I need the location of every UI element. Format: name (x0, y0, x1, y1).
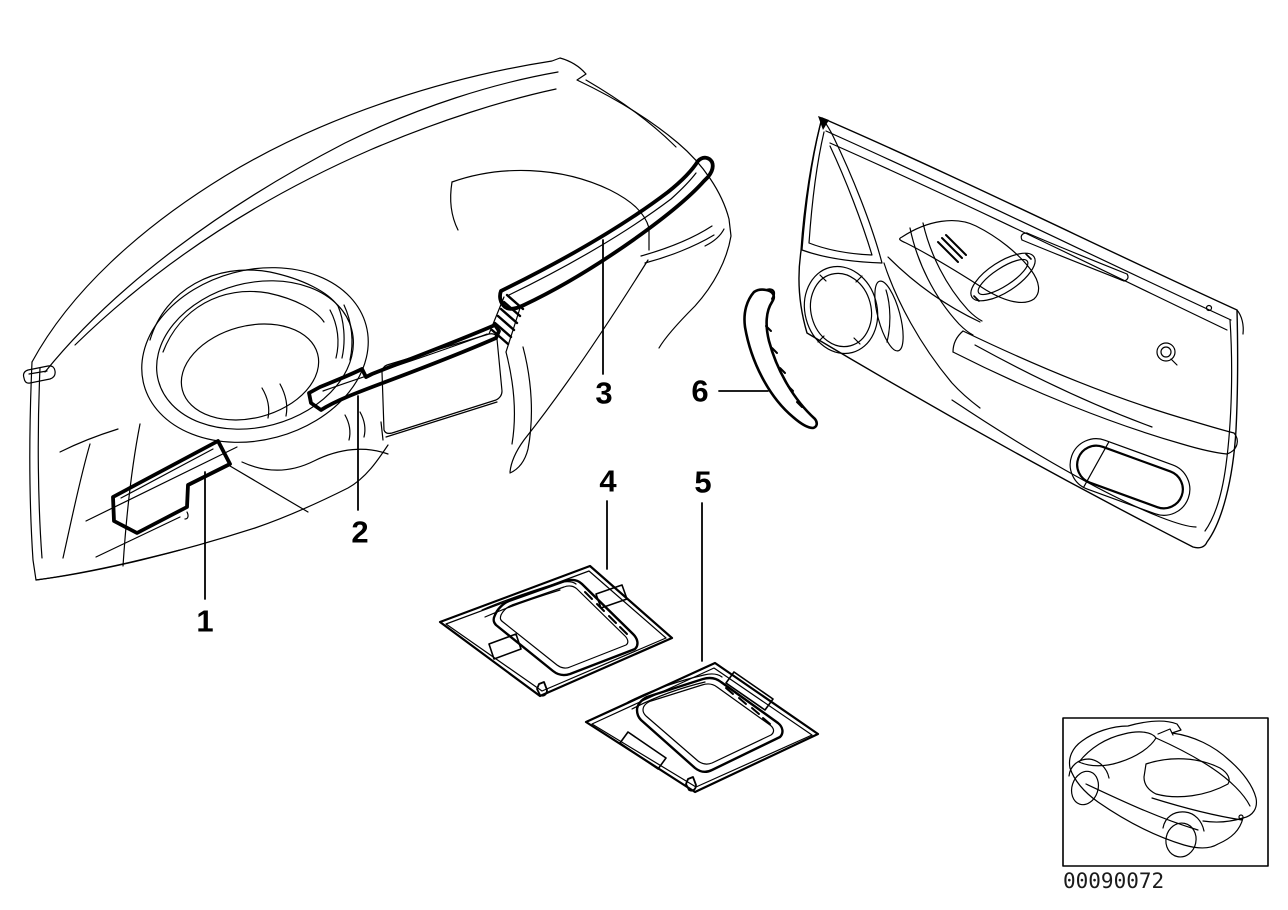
door-fastener-dot (1207, 306, 1212, 311)
mirror-triangle (802, 116, 882, 263)
part-1-dashboard-trim-driver-lower[interactable] (113, 441, 230, 533)
dashboard-left-edge-inner (38, 368, 42, 558)
door-front-crease-2 (888, 257, 980, 322)
kick-panel-line-3 (123, 424, 140, 566)
door-panel (795, 116, 1243, 548)
callout-6[interactable]: 6 (691, 373, 709, 409)
door-pocket (1063, 431, 1197, 522)
armrest (953, 331, 1237, 454)
door-front-crease (884, 263, 980, 408)
dash-bottom-edge (36, 445, 388, 580)
instrument-cluster-hood (150, 270, 352, 360)
dashboard-top-inner-line (45, 72, 558, 372)
door-pull-handle (900, 221, 1043, 335)
callout-3[interactable]: 3 (595, 375, 613, 411)
door-sill-line-2 (830, 143, 1227, 330)
steering-column-ticks (262, 384, 365, 440)
steering-wheel (122, 243, 388, 467)
callout-4[interactable]: 4 (599, 463, 617, 499)
vehicle-thumbnail-box (1063, 718, 1268, 866)
windshield-base-line (75, 89, 556, 345)
dashboard-right-inner-line (586, 80, 676, 147)
dash-right-lip-1 (641, 226, 712, 256)
part-3-dashboard-trim-passenger[interactable] (500, 158, 713, 309)
part-6-door-trim-strip[interactable] (744, 289, 816, 428)
door-top-corner-fold (1237, 310, 1243, 334)
part-1-recess-line-2 (230, 466, 308, 512)
center-stack-line-1 (506, 352, 514, 444)
callout-2[interactable]: 2 (351, 514, 369, 550)
glovebox-seam-corner (451, 182, 458, 230)
center-console-plates (440, 566, 818, 792)
glovebox-seam (452, 170, 649, 250)
dashboard-outline (32, 58, 731, 362)
part-1-recess-line-3 (96, 517, 180, 557)
left-end-vent-slot (24, 366, 56, 383)
door-sill-line-1 (826, 131, 1231, 320)
callout-1[interactable]: 1 (196, 603, 214, 639)
kick-panel-line-1 (60, 429, 118, 452)
dash-lower-right-edge (510, 260, 648, 472)
dashboard-assembly (24, 58, 732, 580)
window-switch-bezel (1021, 233, 1128, 281)
door-bottom-inner-lip (952, 400, 1196, 527)
speaker-grille (795, 258, 909, 362)
door-lock-knob (1157, 343, 1177, 365)
center-stack-line-2 (510, 347, 531, 473)
diagram-id: 00090072 (1063, 869, 1165, 893)
dash-right-lip-2 (645, 235, 714, 263)
part-1-recess-line-1 (86, 447, 237, 521)
vehicle-thumbnail-car (1067, 721, 1256, 860)
glovebox-recess (381, 334, 502, 440)
kick-panel-line-2 (63, 444, 90, 558)
door-outline (799, 118, 1238, 548)
callout-5[interactable]: 5 (694, 464, 712, 500)
callout-leader-lines (205, 240, 768, 661)
dash-under-wheel-line (242, 449, 388, 470)
part-4-console-shift-trim-plate[interactable] (440, 566, 672, 696)
center-vent-joint-hatch (489, 295, 523, 352)
vehicle-inset (1063, 718, 1268, 866)
part-5-console-shift-trim-plate[interactable] (586, 663, 818, 792)
dash-right-lip-3 (705, 229, 724, 246)
dashboard-left-edge (30, 362, 180, 580)
